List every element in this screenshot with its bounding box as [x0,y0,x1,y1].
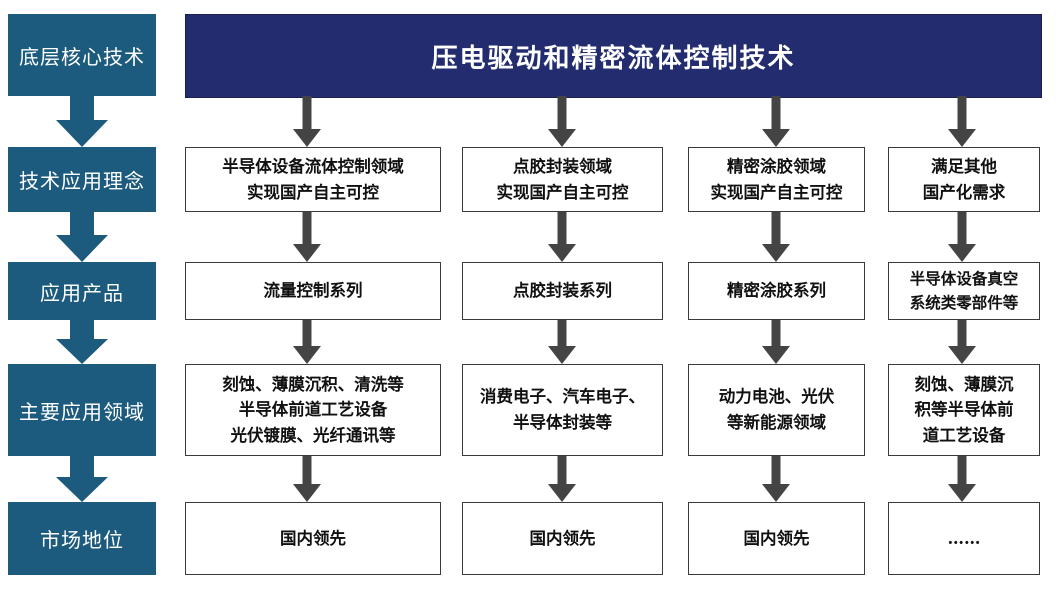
down-arrow-icon [762,212,790,262]
position-box-col1: 国内领先 [185,502,441,575]
row-label-application-concept: 技术应用理念 [8,147,156,212]
product-box-vacuum-parts: 半导体设备真空 系统类零部件等 [888,262,1040,320]
down-arrow-icon [762,320,790,364]
down-arrow-icon [948,320,976,364]
row-label-arrow-icon [56,212,108,262]
fields-box-new-energy: 动力电池、光伏 等新能源领域 [688,364,865,456]
down-arrow-icon [548,96,576,147]
row-label-arrow-icon [56,456,108,502]
down-arrow-icon [948,456,976,502]
down-arrow-icon [762,96,790,147]
row-label-arrow-icon [56,320,108,364]
down-arrow-icon [948,96,976,147]
down-arrow-icon [548,212,576,262]
fields-box-semiconductor-front: 刻蚀、薄膜沉 积等半导体前 道工艺设备 [888,364,1040,456]
down-arrow-icon [293,96,321,147]
core-technology-banner: 压电驱动和精密流体控制技术 [185,14,1042,98]
row-label-core-tech: 底层核心技术 [8,14,156,96]
position-box-col2: 国内领先 [462,502,663,575]
concept-box-precision-coating: 精密涂胶领域 实现国产自主可控 [688,147,865,212]
row-label-main-fields: 主要应用领域 [8,364,156,456]
position-box-col3: 国内领先 [688,502,865,575]
down-arrow-icon [293,320,321,364]
concept-box-fluid-control: 半导体设备流体控制领域 实现国产自主可控 [185,147,441,212]
row-label-arrow-icon [56,96,108,147]
down-arrow-icon [762,456,790,502]
row-label-application-products: 应用产品 [8,262,156,320]
row-label-market-position: 市场地位 [8,502,156,575]
fields-box-electronics: 消费电子、汽车电子、 半导体封装等 [462,364,663,456]
fields-box-semiconductor: 刻蚀、薄膜沉积、清洗等 半导体前道工艺设备 光伏镀膜、光纤通讯等 [185,364,441,456]
product-box-precision-coating: 精密涂胶系列 [688,262,865,320]
concept-box-dispensing: 点胶封装领域 实现国产自主可控 [462,147,663,212]
down-arrow-icon [293,212,321,262]
concept-box-other-demand: 满足其他 国产化需求 [888,147,1040,212]
product-box-flow-control: 流量控制系列 [185,262,441,320]
product-box-dispensing: 点胶封装系列 [462,262,663,320]
down-arrow-icon [548,456,576,502]
down-arrow-icon [948,212,976,262]
position-box-col4: …… [888,502,1040,575]
down-arrow-icon [548,320,576,364]
down-arrow-icon [293,456,321,502]
